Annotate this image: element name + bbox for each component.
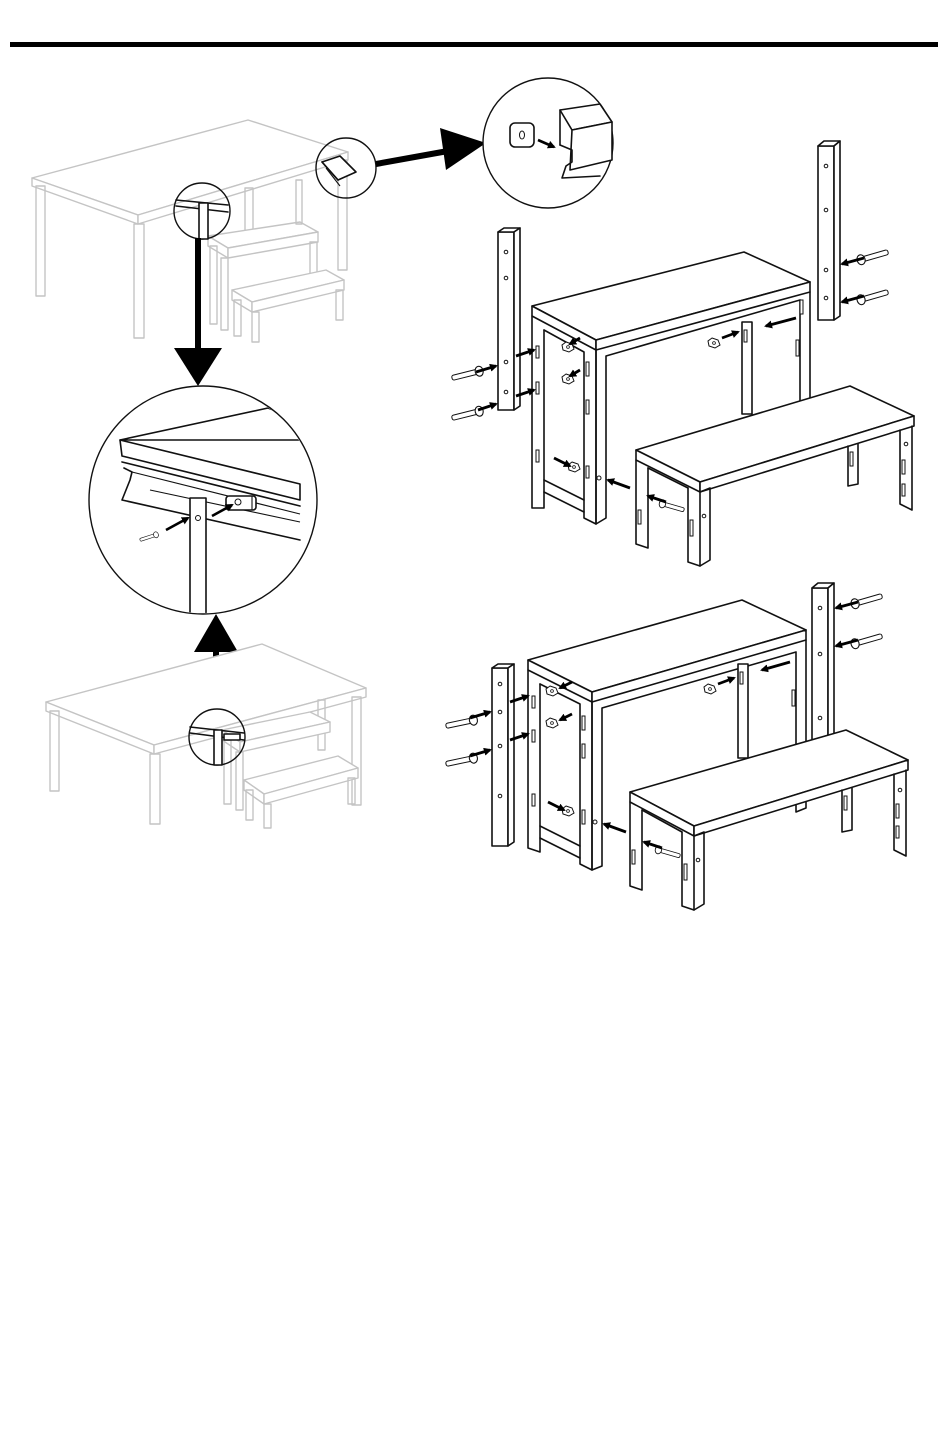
detail-circle-edge-insert [483,78,613,208]
exploded-assembly-lower [445,583,908,910]
exploded-assembly-upper [451,141,914,566]
zoom-marker-corner [316,138,376,198]
faded-table-overview-bottom [46,644,366,828]
header-rule [10,42,938,47]
callout-arrow-down [174,238,222,386]
callout-arrow-right [376,128,486,170]
faded-table-overview-top [32,120,348,342]
detail-circle-leg-bolt [89,386,330,628]
